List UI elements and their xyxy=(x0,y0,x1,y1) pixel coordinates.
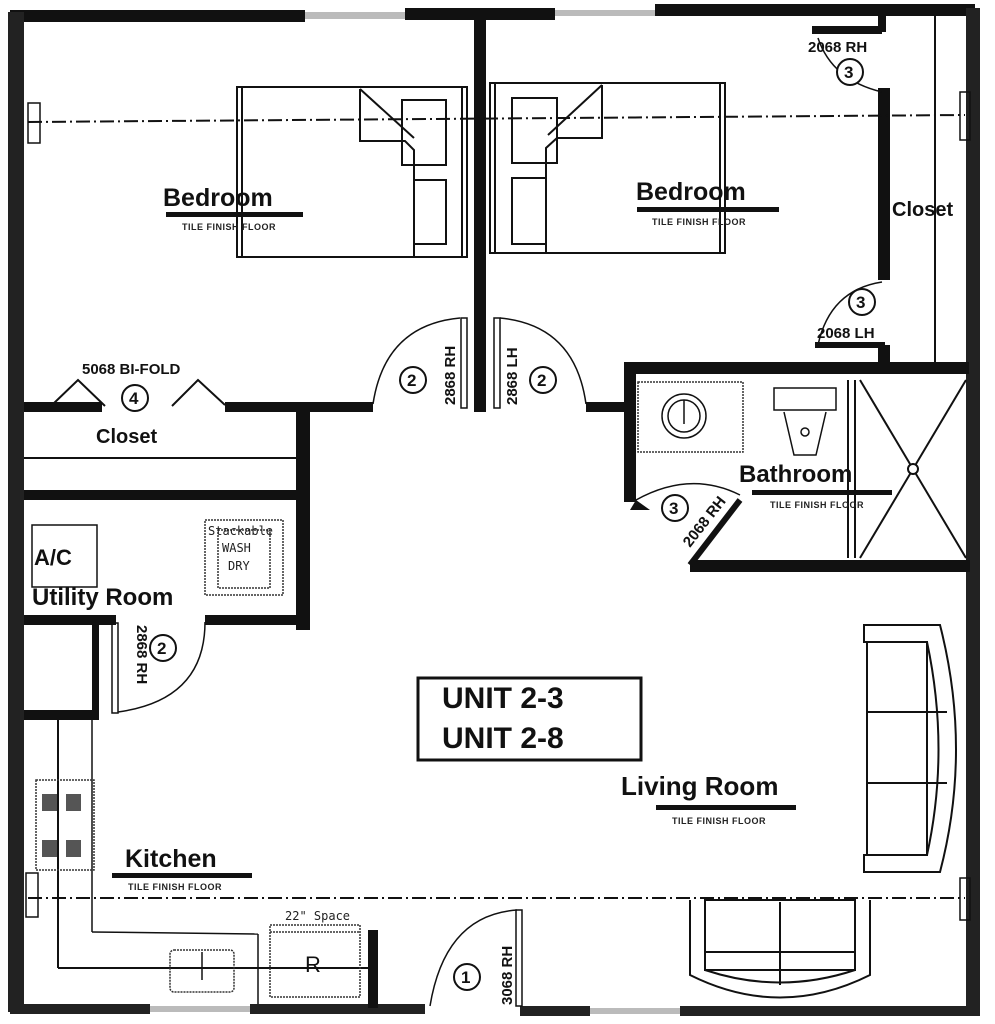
door-utility[interactable]: 2 2868 RH xyxy=(111,621,206,714)
room-label-closet-right: Closet xyxy=(892,199,953,221)
interior-walls xyxy=(24,10,970,1008)
svg-text:Bedroom: Bedroom xyxy=(163,184,273,212)
svg-text:Kitchen: Kitchen xyxy=(125,845,217,873)
bed-right xyxy=(489,82,726,254)
svg-text:Closet: Closet xyxy=(96,426,157,448)
svg-text:Utility Room: Utility Room xyxy=(32,584,173,611)
ac-unit xyxy=(31,524,98,588)
room-label-bedroom-left: Bedroom TILE FINISH FLOOR xyxy=(163,184,303,232)
svg-text:3: 3 xyxy=(669,499,678,518)
room-label-bedroom-right: Bedroom TILE FINISH FLOOR xyxy=(636,178,779,227)
svg-text:2868 LH: 2868 LH xyxy=(504,347,521,405)
svg-text:22" Space: 22" Space xyxy=(285,909,350,923)
room-label-utility: A/C Utility Room xyxy=(32,545,173,611)
room-label-bathroom: Bathroom TILE FINISH FLOOR xyxy=(739,461,892,510)
kitchen-sink xyxy=(169,949,235,993)
svg-text:2: 2 xyxy=(537,371,546,390)
svg-text:3068 RH: 3068 RH xyxy=(499,946,516,1005)
svg-text:Closet: Closet xyxy=(892,199,953,221)
svg-text:TILE FINISH FLOOR: TILE FINISH FLOOR xyxy=(182,222,276,232)
svg-text:3: 3 xyxy=(844,63,853,82)
door-bedroom-left[interactable]: 2 2868 RH xyxy=(372,317,468,409)
bathroom-fixtures xyxy=(637,379,967,559)
svg-text:DRY: DRY xyxy=(228,559,250,573)
svg-text:5068 BI-FOLD: 5068 BI-FOLD xyxy=(82,361,181,378)
svg-text:2868 RH: 2868 RH xyxy=(133,625,150,684)
exterior-walls xyxy=(8,4,980,1016)
svg-text:WASH: WASH xyxy=(222,541,251,555)
room-label-closet-left: Closet xyxy=(96,426,157,448)
svg-text:TILE FINISH FLOOR: TILE FINISH FLOOR xyxy=(128,882,222,892)
reference-line-top xyxy=(27,114,966,123)
svg-text:2068 RH: 2068 RH xyxy=(808,39,867,56)
svg-text:4: 4 xyxy=(129,389,139,408)
loveseat-bottom xyxy=(689,899,871,999)
bed-left xyxy=(236,86,468,258)
door-bifold-closet[interactable]: 4 5068 BI-FOLD xyxy=(51,361,226,412)
room-label-living: Living Room TILE FINISH FLOOR xyxy=(621,771,796,826)
refrigerator: 22" Space R xyxy=(269,909,361,998)
svg-text:3: 3 xyxy=(856,293,865,312)
svg-text:TILE FINISH FLOOR: TILE FINISH FLOOR xyxy=(652,217,746,227)
door-closet-top[interactable]: 3 2068 RH xyxy=(808,37,883,93)
svg-text:Living Room: Living Room xyxy=(621,771,778,801)
svg-text:Bedroom: Bedroom xyxy=(636,178,746,206)
stackable-washer-dryer: Stackable WASH DRY xyxy=(204,519,284,596)
door-bathroom[interactable]: 3 2068 RH xyxy=(630,482,743,567)
svg-text:A/C: A/C xyxy=(34,545,72,570)
svg-text:Bathroom: Bathroom xyxy=(739,461,852,488)
svg-text:2: 2 xyxy=(407,371,416,390)
svg-text:2: 2 xyxy=(157,639,166,658)
svg-text:2068 LH: 2068 LH xyxy=(817,325,875,342)
svg-text:1: 1 xyxy=(461,968,470,987)
svg-text:Stackable: Stackable xyxy=(208,524,273,538)
svg-text:2868 RH: 2868 RH xyxy=(442,346,459,405)
door-closet-bottom[interactable]: 3 2068 LH xyxy=(815,281,885,348)
kitchen-counter xyxy=(57,720,368,1004)
svg-text:TILE FINISH FLOOR: TILE FINISH FLOOR xyxy=(672,816,766,826)
svg-text:TILE FINISH FLOOR: TILE FINISH FLOOR xyxy=(770,500,864,510)
unit-label-2: UNIT 2-8 xyxy=(442,722,564,755)
room-label-kitchen: Kitchen TILE FINISH FLOOR xyxy=(112,845,252,892)
sofa-right xyxy=(863,624,957,873)
stove xyxy=(35,779,95,871)
door-entry[interactable]: 1 3068 RH xyxy=(429,909,523,1007)
door-bedroom-right[interactable]: 2 2868 LH xyxy=(493,317,587,409)
svg-text:R: R xyxy=(305,952,321,977)
unit-label-1: UNIT 2-3 xyxy=(442,682,564,715)
unit-label-box: UNIT 2-3 UNIT 2-8 xyxy=(416,676,643,762)
